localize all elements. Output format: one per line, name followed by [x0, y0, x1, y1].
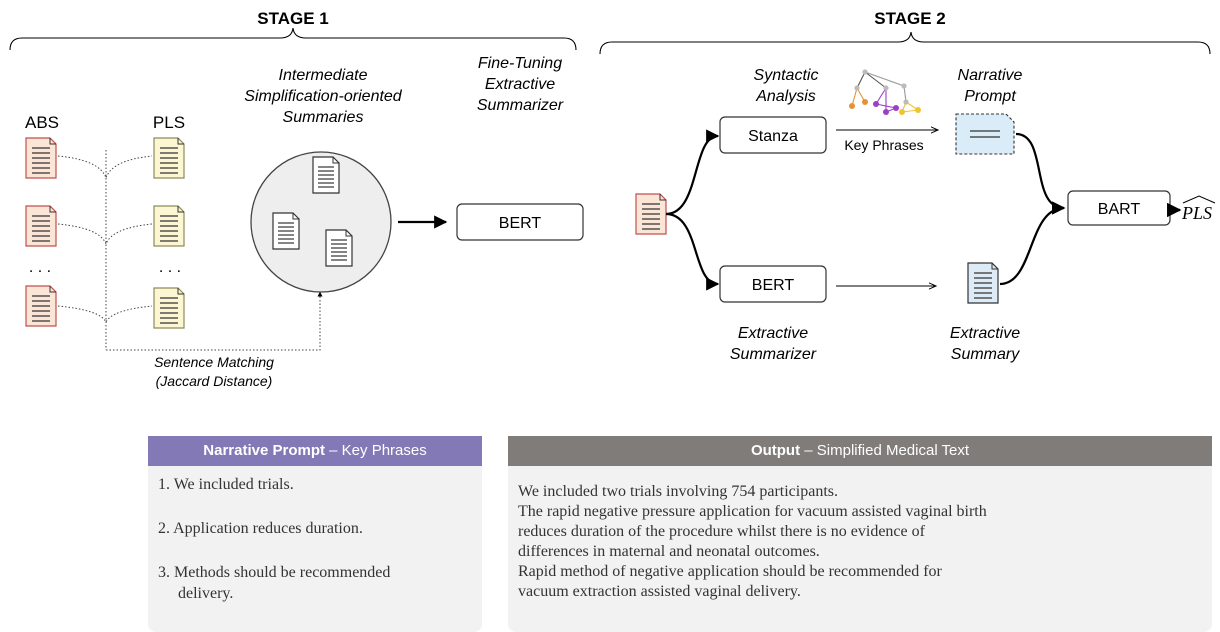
output-pls-label: PLS: [1181, 203, 1212, 223]
key-phrase-item: 1. We included trials.: [158, 476, 294, 493]
output-line: The rapid negative pressure application …: [518, 503, 987, 520]
branch-to-stanza: [665, 129, 720, 216]
narrative-prompt-header: Narrative Prompt – Key Phrases: [148, 436, 482, 466]
merge-from-prompt: [1015, 132, 1066, 215]
output-header-rest: – Simplified Medical Text: [800, 442, 970, 459]
matching-caption-line2: (Jaccard Distance): [156, 373, 273, 389]
narrative-title-line1: Narrative: [958, 67, 1023, 84]
abs-doc-icon: [25, 137, 57, 179]
intermediate-title-line1: Intermediate: [279, 67, 368, 84]
output-line: vacuum extraction assisted vaginal deliv…: [518, 583, 801, 600]
matching-lines: [57, 150, 323, 351]
input-doc-icon: [635, 193, 667, 235]
narrative-title-line2: Prompt: [964, 88, 1016, 105]
pls-doc-icon: [153, 287, 185, 329]
output-header: Output – Simplified Medical Text: [508, 436, 1212, 466]
parse-tree-icon: [849, 69, 921, 115]
stage2-title: STAGE 2: [874, 9, 945, 28]
stanza-box: [719, 116, 827, 154]
summary-doc-icon: [325, 229, 353, 267]
abs-label: ABS: [25, 113, 59, 132]
abs-doc-icon: [25, 285, 57, 327]
matching-caption-line1: Sentence Matching: [154, 354, 274, 370]
stage1-title: STAGE 1: [257, 9, 328, 28]
intermediate-title-line2: Simplification-oriented: [244, 88, 403, 105]
pipeline-diagram: STAGE 1 ABS PLS . . . . . . Sentence Mat…: [9, 9, 1216, 389]
output-line: Rapid method of negative application sho…: [518, 563, 942, 580]
stage2-brace: [599, 31, 1211, 55]
bert-label-stage1: BERT: [499, 215, 542, 232]
extractive-summarizer-caption-line1: Extractive: [738, 325, 808, 342]
finetune-title-line2: Extractive: [485, 76, 555, 93]
extractive-summary-caption-line1: Extractive: [950, 325, 1020, 342]
narrative-prompt-panel: Narrative Prompt – Key Phrases 1. We inc…: [148, 436, 482, 632]
bart-label: BART: [1098, 201, 1141, 218]
summaries-circle: [250, 151, 392, 293]
extractive-summary-icon: [967, 262, 999, 304]
finetune-title-line1: Fine-Tuning: [478, 55, 562, 72]
output-hat: [1182, 195, 1216, 204]
narrative-prompt-icon: [955, 113, 1015, 155]
finetune-title-line3: Summarizer: [477, 97, 564, 114]
pls-doc-icon: [153, 205, 185, 247]
branch-to-bert: [665, 212, 720, 291]
syntactic-title-line2: Analysis: [755, 88, 816, 105]
summary-doc-icon: [272, 212, 300, 250]
bert-box-stage2: [719, 265, 827, 303]
merge-from-summary: [999, 201, 1066, 286]
narrative-prompt-header-bold: Narrative Prompt: [203, 442, 325, 459]
pls-label: PLS: [153, 113, 185, 132]
output-line: differences in maternal and neonatal out…: [518, 543, 820, 560]
key-phrase-item: 2. Application reduces duration.: [158, 520, 363, 537]
narrative-prompt-header-rest: – Key Phrases: [325, 442, 427, 459]
abs-ellipsis: . . .: [29, 259, 51, 276]
pls-doc-icon: [153, 137, 185, 179]
bert-box-stage1: [456, 203, 584, 241]
output-line: reduces duration of the procedure whilst…: [518, 523, 925, 540]
pls-ellipsis: . . .: [159, 259, 181, 276]
abs-doc-icon: [25, 205, 57, 247]
extractive-summary-caption-line2: Summary: [951, 346, 1020, 363]
output-header-bold: Output: [750, 442, 801, 459]
bert-label-stage2: BERT: [752, 277, 795, 294]
key-phrases-label: Key Phrases: [844, 137, 923, 153]
stanza-label: Stanza: [748, 128, 798, 145]
intermediate-title-line3: Summaries: [283, 109, 364, 126]
syntactic-title-line1: Syntactic: [754, 67, 819, 84]
output-line: We included two trials involving 754 par…: [518, 483, 838, 500]
summary-doc-icon: [312, 156, 340, 194]
stage1-brace: [9, 27, 577, 51]
output-text: We included two trials involving 754 par…: [508, 466, 1212, 602]
key-phrase-list: 1. We included trials. 2. Application re…: [148, 466, 482, 604]
extractive-summarizer-caption-line2: Summarizer: [730, 346, 817, 363]
output-panel: Output – Simplified Medical Text We incl…: [508, 436, 1212, 632]
